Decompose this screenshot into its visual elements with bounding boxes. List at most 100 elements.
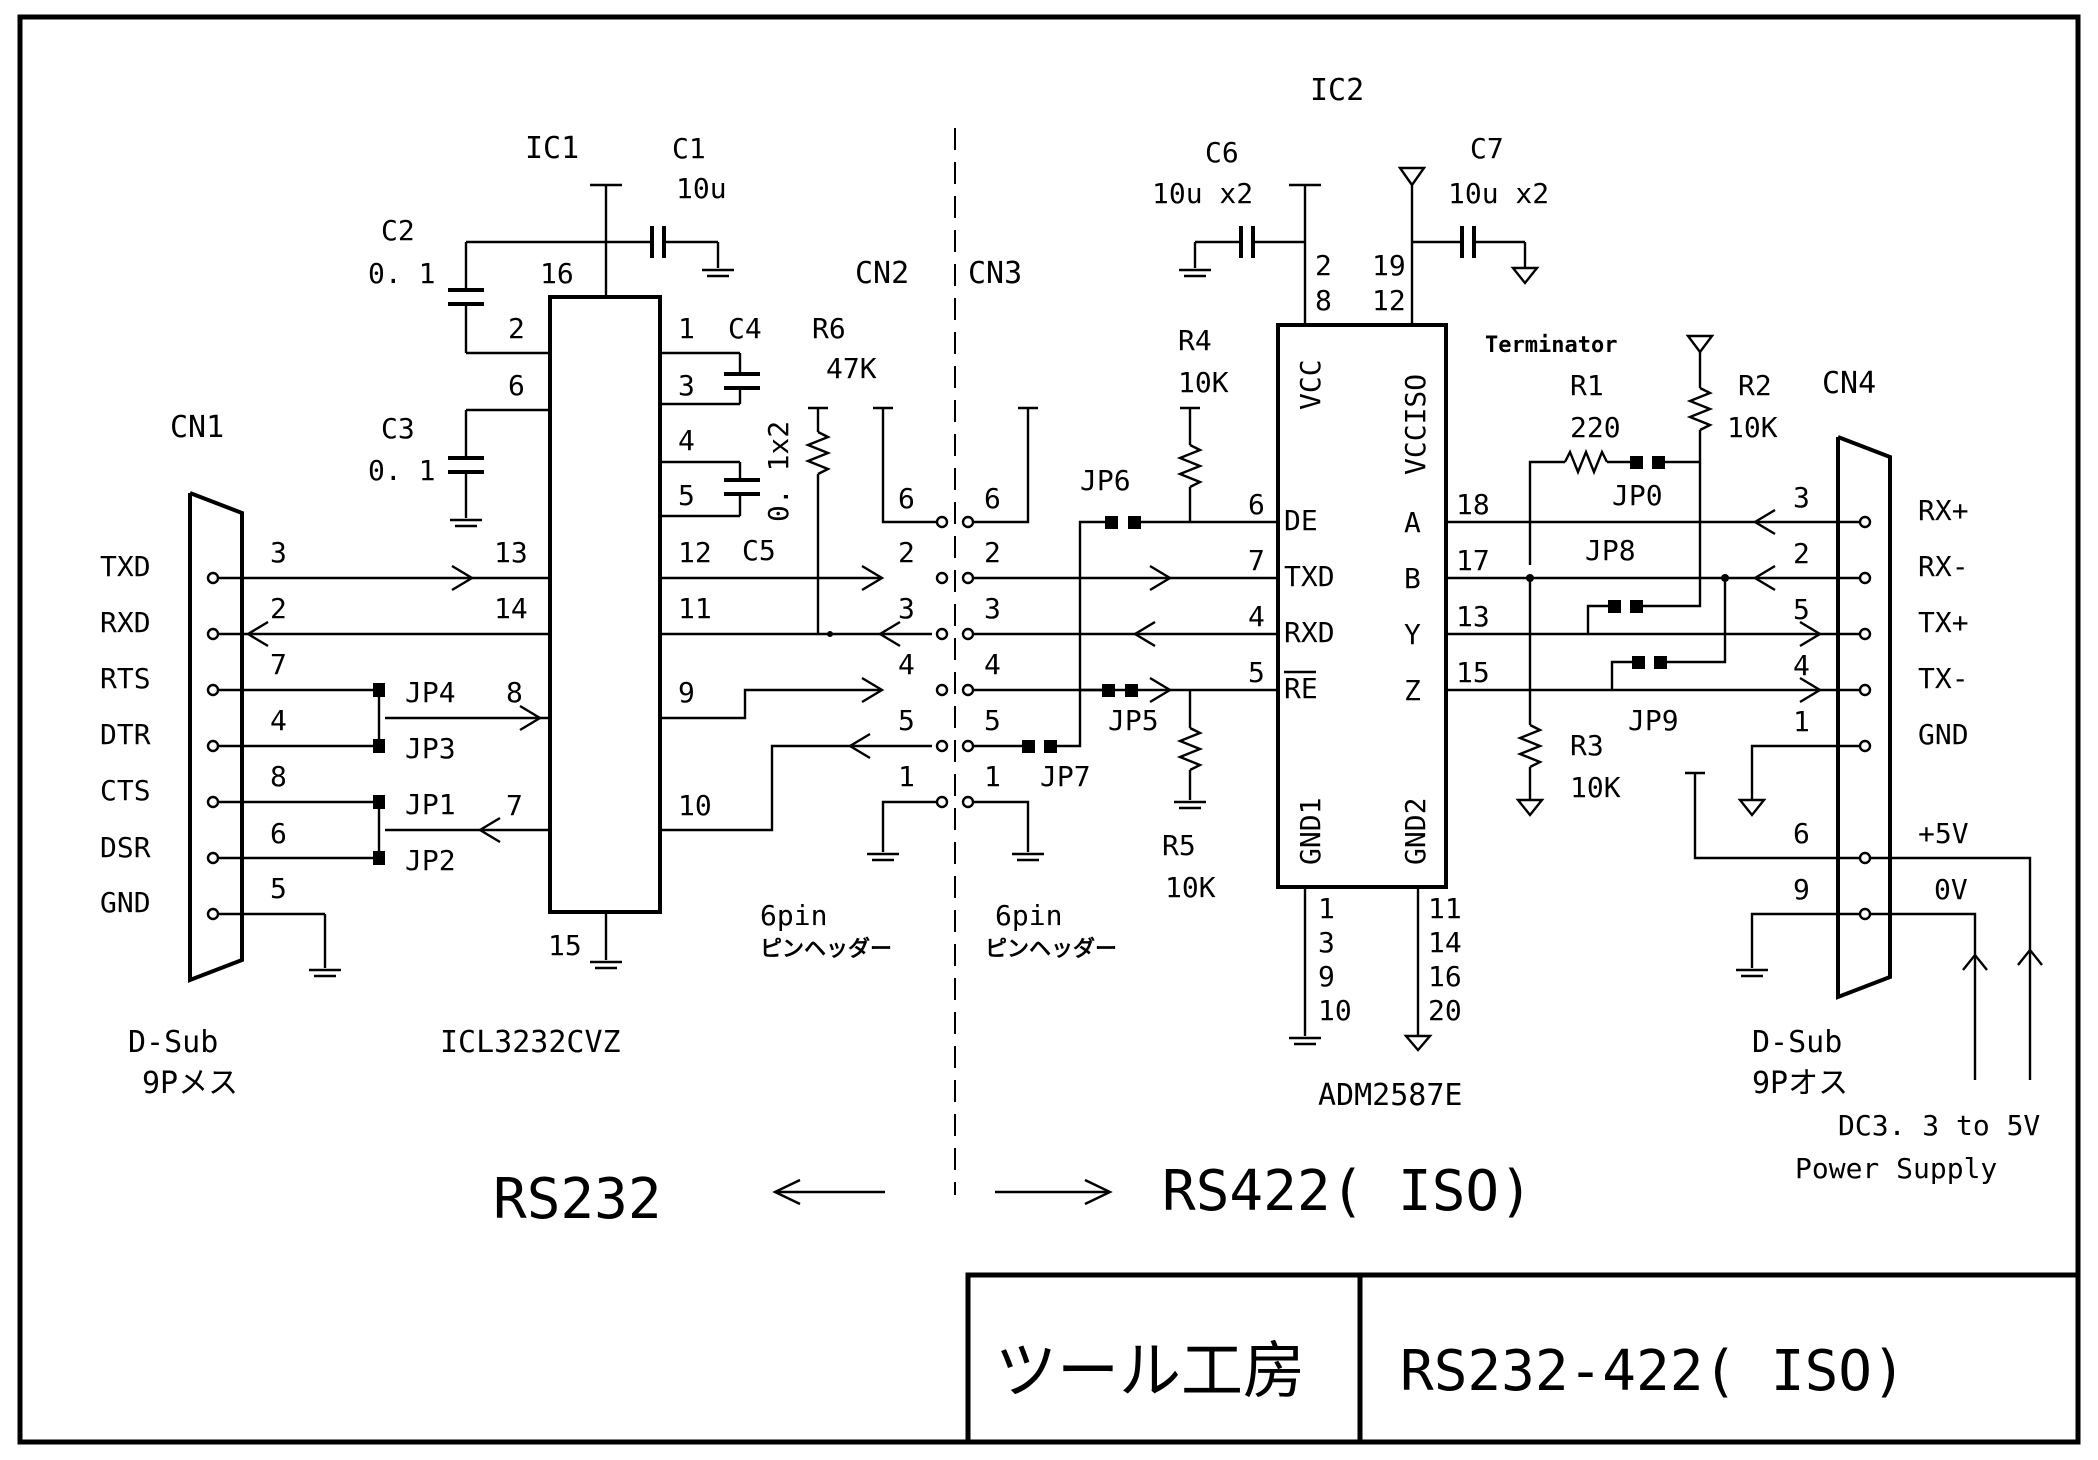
ic1-name: IC1: [525, 131, 579, 166]
cn4-name: CN4: [1822, 366, 1876, 401]
r1-value: 220: [1570, 411, 1621, 444]
section-rs232: RS232: [493, 1167, 662, 1232]
ic2-gnd-pin16: 16: [1428, 960, 1462, 993]
cn2-type: 6pin: [760, 899, 827, 932]
cn1-label-dsr: DSR: [100, 831, 151, 864]
ic2-gnd2: GND2: [1399, 798, 1432, 865]
ic1-part: ICL3232CVZ: [440, 1025, 621, 1060]
jp4-label: JP4: [405, 676, 456, 709]
drawing-frame: [17, 14, 2081, 1445]
cn3-pin1: 1: [984, 760, 1001, 793]
c1-value: 10u: [676, 172, 727, 205]
cn3-type: 6pin: [995, 899, 1062, 932]
cn1-label-txd: TXD: [100, 550, 151, 583]
ic1-pin2: 2: [508, 312, 525, 345]
cn1-label-rxd: RXD: [100, 606, 151, 639]
ic1-pin6: 6: [508, 369, 525, 402]
r2-name: R2: [1738, 369, 1772, 402]
ic2-pin8: 8: [1315, 284, 1332, 317]
r5-value: 10K: [1165, 871, 1216, 904]
c5-name: C5: [742, 534, 776, 567]
cn4-subtype: 9Pオス: [1752, 1066, 1848, 1101]
cn2-pin1: 1: [898, 760, 915, 793]
jp3-label: JP3: [405, 732, 456, 765]
cn1-pin-dtr: 4: [270, 704, 287, 737]
cn4-pin-0v: 9: [1793, 873, 1810, 906]
ic1-pin3: 3: [678, 369, 695, 402]
ic2-gnd-pin9: 9: [1318, 960, 1335, 993]
cn1-type: D-Sub: [128, 1025, 218, 1060]
ic2-pin12: 12: [1372, 284, 1406, 317]
cn2-pin2: 2: [898, 536, 915, 569]
ic2-pin4: 4: [1248, 600, 1265, 633]
ic2-re: RE: [1284, 672, 1318, 705]
cn1-pin-gnd: 5: [270, 872, 287, 905]
cn2-pin4: 4: [898, 648, 915, 681]
cn2-name: CN2: [855, 256, 909, 291]
cn4-pin-rxm: 2: [1793, 537, 1810, 570]
rs422-line-wiring: Terminator R2 10K R1 220 JP0 JP8: [1446, 333, 2043, 1080]
cn4-label-0v: 0V: [1934, 873, 1968, 906]
ic1-pin8: 8: [506, 676, 523, 709]
c2-name: C2: [381, 214, 415, 247]
c3-name: C3: [381, 412, 415, 445]
ic2-a: A: [1404, 506, 1421, 539]
cn1-name: CN1: [170, 410, 224, 445]
ic2-pin2: 2: [1315, 249, 1332, 282]
ic1-body: [548, 295, 662, 914]
ic2-gnd-pin14: 14: [1428, 926, 1462, 959]
rs232-wiring: JP4 JP3 JP1 JP2 R6 47K: [218, 312, 932, 978]
ic1: IC1 ICL3232CVZ 16 C1 10u C2 0. 1 2 C3: [368, 131, 795, 1060]
cn3-name: CN3: [968, 256, 1022, 291]
cn4-pin-txp: 5: [1793, 593, 1810, 626]
c6-value: 10u x2: [1152, 177, 1253, 210]
ic2-gnd1: GND1: [1294, 798, 1327, 865]
cn4-connector: CN4 RX+ RX- TX+ TX- GND +5V 0V D-Sub 9Pオ…: [1752, 366, 2040, 1185]
power-line2: Power Supply: [1795, 1152, 1997, 1185]
cn3-subtype: ピンヘッダー: [985, 936, 1117, 962]
cn1-label-cts: CTS: [100, 774, 151, 807]
ic2-pin5: 5: [1248, 656, 1265, 689]
ic2-name: IC2: [1310, 73, 1364, 108]
ic1-pin7: 7: [506, 789, 523, 822]
ic2-pin7: 7: [1248, 544, 1265, 577]
cn3-pin4: 4: [984, 648, 1001, 681]
ic2-gnd-pin20: 20: [1428, 994, 1462, 1027]
ic1-pin9: 9: [678, 676, 695, 709]
ic1-pin5: 5: [678, 479, 695, 512]
cn1-connector: CN1 D-Sub 9Pメス TXD RXD RTS DTR CTS DSR G…: [100, 410, 287, 1101]
terminator-label: Terminator: [1485, 333, 1617, 358]
r5-name: R5: [1162, 829, 1196, 862]
ic2-vcc: VCC: [1294, 359, 1327, 410]
cn2-cn3-headers: CN2 CN3 6 2 3 4 5 1 6 2 3 4 5 1 6pin ピンヘ: [760, 256, 1117, 962]
cn1-label-gnd: GND: [100, 886, 151, 919]
ic2-z: Z: [1404, 674, 1421, 707]
cn1-pin-dsr: 6: [270, 817, 287, 850]
cn1-pin-cts: 8: [270, 760, 287, 793]
r3-value: 10K: [1570, 771, 1621, 804]
ic2-de: DE: [1284, 504, 1318, 537]
r6-name: R6: [812, 312, 846, 345]
jp0-label: JP0: [1612, 479, 1663, 512]
ic1-pin15: 15: [548, 929, 582, 962]
rs422-logic-wiring: JP7 JP6 R4 10K JP5 R5 10K: [973, 324, 1278, 904]
c3-value: 0. 1: [368, 454, 435, 487]
cn1-pin-rts: 7: [270, 648, 287, 681]
ic2-gnd-pin11: 11: [1428, 892, 1462, 925]
jp5-label: JP5: [1108, 704, 1159, 737]
r4-value: 10K: [1178, 366, 1229, 399]
c5-value: 0. 1x2: [762, 421, 795, 522]
c7-name: C7: [1470, 132, 1504, 165]
ic2-gnd-pin3: 3: [1318, 926, 1335, 959]
cn4-pin-gnd: 1: [1793, 705, 1810, 738]
jp9-label: JP9: [1628, 704, 1679, 737]
title-drawing: RS232-422( ISO): [1400, 1339, 1906, 1404]
c4-name: C4: [728, 312, 762, 345]
cn4-label-txp: TX+: [1918, 606, 1969, 639]
ic2-txd: TXD: [1284, 560, 1335, 593]
ic2-rxd: RXD: [1284, 616, 1335, 649]
ic1-pin14: 14: [494, 592, 528, 625]
ic2-b: B: [1404, 562, 1421, 595]
ic2-vcciso: VCCISO: [1399, 374, 1432, 475]
cn2-pin6: 6: [898, 482, 915, 515]
